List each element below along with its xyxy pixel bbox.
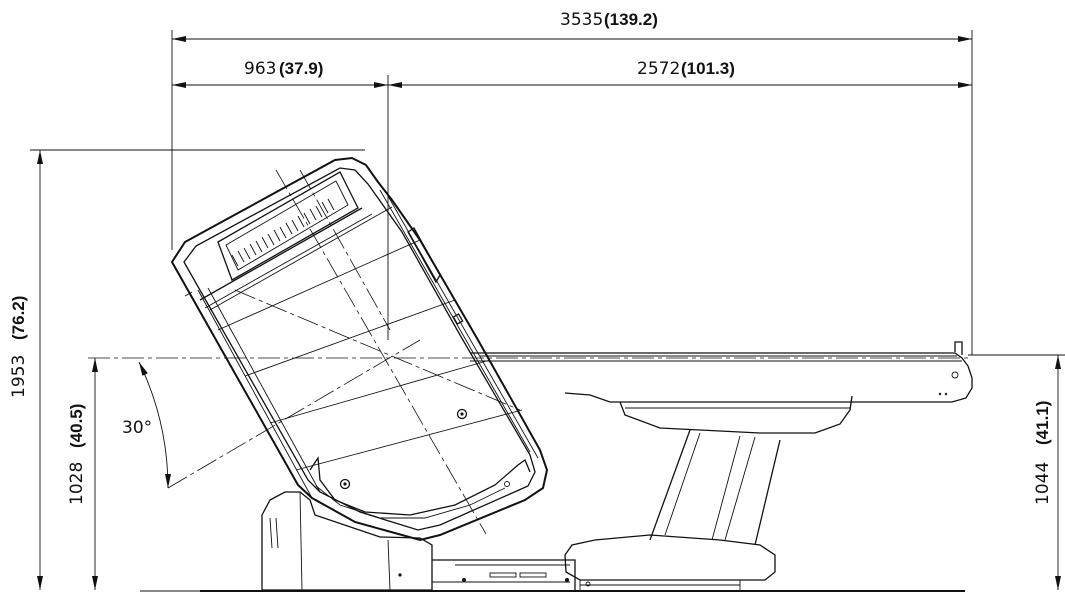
overall-length-dimension: 3535 (139.2)	[171, 10, 973, 355]
table-pedestal	[564, 429, 781, 590]
overall-height-dimension: 1953 (76.2)	[9, 149, 365, 590]
table-length-inch: (101.3)	[681, 59, 735, 78]
overall-height-mm: 1953	[9, 355, 29, 398]
tilt-angle-dimension: 30°	[122, 339, 421, 489]
tilt-angle-label: 30°	[122, 418, 152, 438]
gantry-center-height-inch: (40.5)	[67, 404, 86, 448]
gantry-stand	[261, 491, 576, 591]
gantry	[170, 156, 549, 542]
gantry-length-mm: 963	[244, 59, 276, 79]
table-length-dimension: 2572 (101.3)	[388, 59, 972, 88]
overall-height-inch: (76.2)	[9, 296, 28, 340]
table-length-mm: 2572	[637, 59, 680, 79]
gantry-center-height-dimension: 1028 (40.5)	[67, 358, 98, 590]
gantry-length-inch: (37.9)	[279, 59, 323, 78]
table-height-mm: 1044	[1033, 462, 1053, 505]
table-height-dimension: 1044 (41.1)	[968, 354, 1065, 590]
overall-length-mm: 3535	[560, 10, 603, 30]
overall-length-inch: (139.2)	[604, 10, 658, 29]
gantry-center-height-mm: 1028	[67, 462, 87, 505]
vent-slats	[231, 198, 335, 267]
gantry-length-dimension: 963 (37.9)	[172, 59, 389, 340]
patient-table	[470, 341, 973, 434]
table-height-inch: (41.1)	[1033, 401, 1052, 445]
